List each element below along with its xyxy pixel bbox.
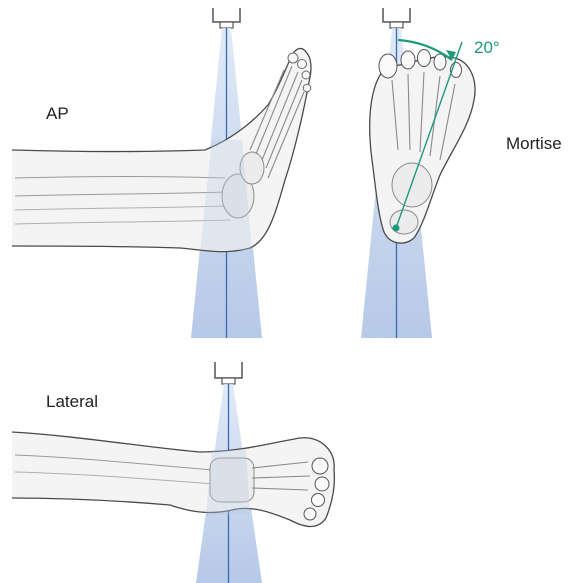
ap-label: AP (46, 104, 69, 124)
mortise-view (361, 8, 475, 338)
leg-foot-icon (370, 50, 475, 244)
xray-source-icon (213, 8, 240, 28)
lateral-label: Lateral (46, 392, 98, 412)
beam-overlay (206, 450, 250, 515)
mortise-label: Mortise (506, 134, 562, 154)
rotation-angle-label: 20° (474, 38, 500, 58)
xray-source-icon (215, 362, 242, 384)
leg-foot-icon (12, 432, 334, 527)
leg-foot-icon (12, 48, 311, 251)
xray-source-icon (383, 8, 410, 28)
ap-view (12, 8, 311, 338)
